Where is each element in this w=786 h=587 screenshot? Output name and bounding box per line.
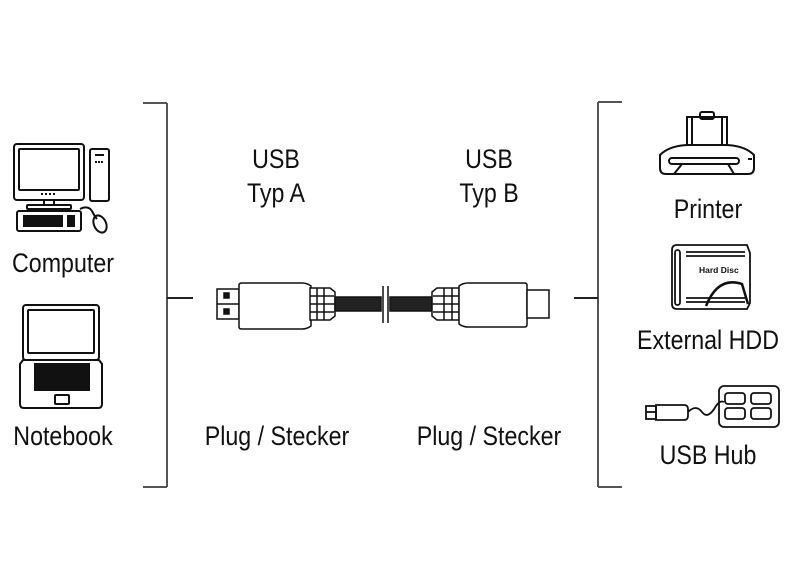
right-bracket <box>574 101 622 488</box>
external-hdd-label: External HDD <box>637 325 779 355</box>
left-bracket <box>143 102 193 488</box>
usb-type-b-caption: Plug / Stecker <box>416 421 562 451</box>
usb-type-a-title-line1: USB <box>252 144 300 174</box>
computer-label: Computer <box>12 248 114 278</box>
usb-hub-label: USB Hub <box>659 440 757 470</box>
desktop-computer-icon <box>13 143 110 234</box>
printer-label: Printer <box>673 194 743 224</box>
notebook-icon <box>19 304 103 409</box>
usb-cable <box>216 282 550 330</box>
usb-type-b-title-line2: Typ B <box>459 178 519 208</box>
external-hdd-icon <box>671 244 751 310</box>
usb-type-a-caption: Plug / Stecker <box>204 421 350 451</box>
usb-type-a-title-line2: Typ A <box>246 178 306 208</box>
printer-icon <box>659 111 755 175</box>
usb-type-b-plug-icon <box>526 289 550 319</box>
hdd-icon-text: Hard Disc <box>699 265 739 275</box>
usb-hub-icon <box>645 385 780 428</box>
notebook-label: Notebook <box>13 421 113 451</box>
usb-type-b-title-line1: USB <box>465 144 513 174</box>
